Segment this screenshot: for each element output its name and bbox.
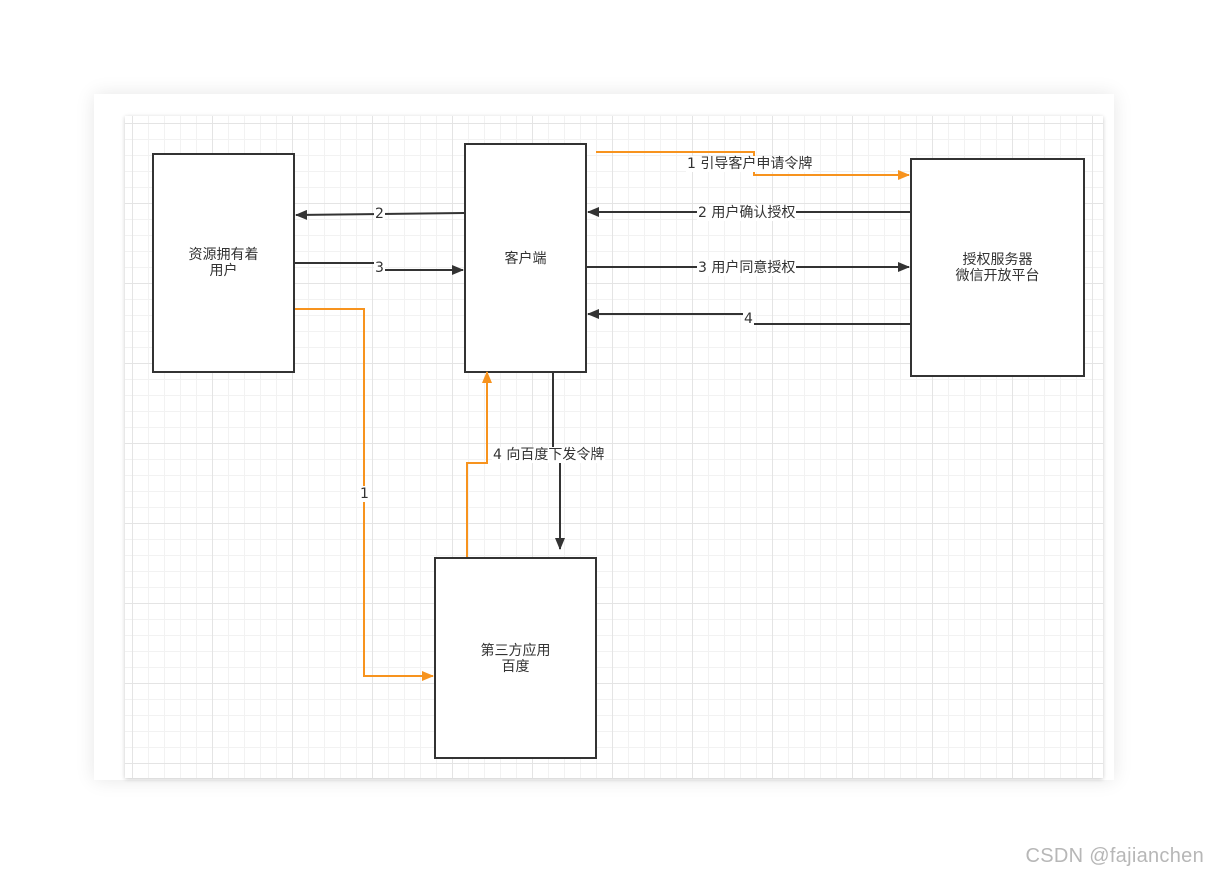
edge-label-owner-to-third-party: 1 — [359, 486, 370, 502]
edge-label-guide-token: 1 引导客户申请令牌 — [686, 156, 814, 172]
third-party-box[interactable] — [434, 557, 597, 759]
watermark: CSDN @fajianchen — [1025, 845, 1204, 867]
resource-owner-box[interactable] — [152, 153, 295, 373]
edge-third-party-to-client[interactable] — [466, 371, 492, 557]
client-box[interactable] — [464, 143, 587, 373]
edge-label-token-return: 4 — [743, 311, 754, 327]
edge-label-client-to-owner: 2 — [374, 206, 385, 222]
auth-server-box[interactable] — [910, 158, 1085, 377]
edge-label-user-confirm: 2 用户确认授权 — [697, 205, 797, 221]
edge-label-issue-token: 4 向百度下发令牌 — [492, 447, 606, 463]
edge-label-user-agree: 3 用户同意授权 — [697, 260, 797, 276]
edge-label-owner-to-client: 3 — [374, 260, 385, 276]
